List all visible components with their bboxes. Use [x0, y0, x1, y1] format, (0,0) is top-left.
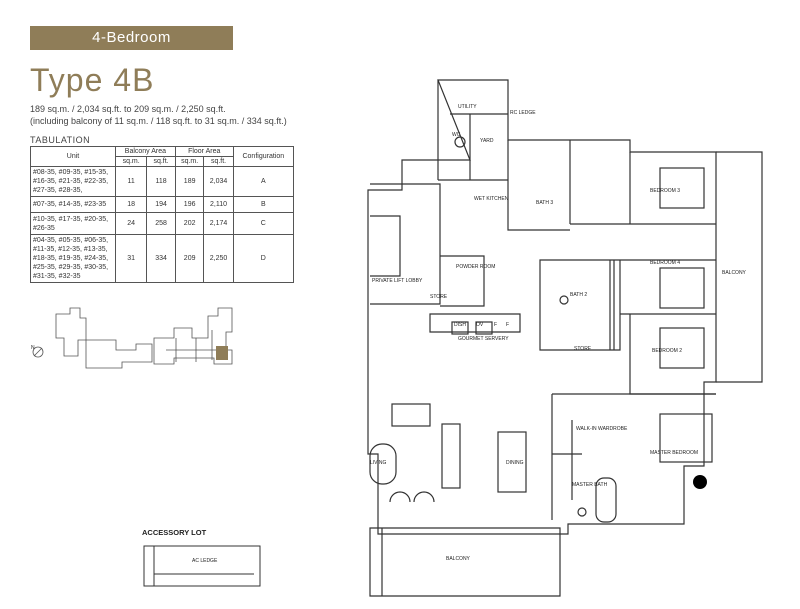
bath3-label: BATH 3 [536, 200, 553, 206]
powder-room-label: POWDER ROOM [456, 264, 495, 270]
tabulation-label: TABULATION [30, 135, 91, 145]
floor-sqft-cell: 2,174 [203, 212, 234, 235]
bath2-label: BATH 2 [570, 292, 587, 298]
utility-label: UTILITY [458, 104, 477, 110]
rc-ledge-label: RC LEDGE [510, 110, 536, 116]
master-bath-label: MASTER BATH [572, 482, 608, 488]
floor-sqft-cell: 2,034 [203, 166, 234, 197]
unit-list-cell: #07-35, #14-35, #23-35 [30, 196, 116, 213]
unit-list-cell: #04-35, #05-35, #06-35, #11-35, #12-35, … [30, 234, 116, 283]
balcony-sqm-cell: 31 [114, 234, 148, 283]
gourmet-servery-label: GOURMET SERVERY [458, 336, 509, 342]
balcony-sqft-header: sq.ft. [146, 156, 176, 167]
balcony-area-header: Balcony Area [115, 146, 176, 157]
store2-label: STORE [574, 346, 592, 352]
unit-list-cell: #10-35, #17-35, #20-35, #26-35 [30, 212, 116, 235]
ac-ledge-diagram: AC LEDGE [143, 545, 261, 587]
balcony-sqft-cell: 258 [146, 212, 176, 235]
floor-sqm-cell: 209 [174, 234, 205, 283]
balcony-sqm-cell: 24 [114, 212, 148, 235]
floor-sqft-cell: 2,250 [203, 234, 234, 283]
table-row: #04-35, #05-35, #06-35, #11-35, #12-35, … [30, 234, 295, 283]
table-row: #10-35, #17-35, #20-35, #26-35 24 258 20… [30, 212, 295, 235]
balcony-sqft-cell: 194 [146, 196, 176, 213]
unit-header: Unit [30, 146, 116, 167]
ac-ledge-label: AC LEDGE [192, 558, 218, 564]
bedroom3-label: BEDROOM 3 [650, 188, 680, 194]
floor-sqft-cell: 2,110 [203, 196, 234, 213]
configuration-cell: C [232, 212, 295, 235]
balcony-sqft-cell: 334 [146, 234, 176, 283]
bedroom4-label: BEDROOM 4 [650, 260, 680, 266]
wet-kitchen-label: WET KITCHEN [474, 196, 509, 202]
side-balcony-label: BALCONY [722, 270, 747, 276]
balcony-inclusion-line: (including balcony of 11 sq.m. / 118 sq.… [30, 116, 287, 126]
balcony-sqm-header: sq.m. [114, 156, 148, 167]
unit-location-marker [216, 346, 228, 360]
north-compass-icon [32, 346, 44, 358]
unit-list-cell: #08-35, #09-35, #15-35, #16-35, #21-35, … [30, 166, 116, 197]
balcony-sqm-cell: 11 [114, 166, 148, 197]
bedroom-category-banner: 4-Bedroom [30, 26, 233, 50]
configuration-header: Configuration [232, 146, 295, 167]
dining-label: DINING [506, 460, 524, 466]
tabulation-table: Unit Balcony Area Floor Area Configurati… [30, 146, 295, 283]
configuration-cell: A [232, 166, 295, 197]
floor-sqm-cell: 196 [174, 196, 205, 213]
north-label: N [31, 345, 35, 351]
yard-label: YARD [480, 138, 494, 144]
balcony-sqm-cell: 18 [114, 196, 148, 213]
black-dot-marker [693, 475, 707, 489]
master-bedroom-label: MASTER BEDROOM [650, 450, 698, 456]
unit-type-title: Type 4B [30, 62, 155, 98]
floor-sqm-header: sq.m. [174, 156, 205, 167]
wc-label: WC [452, 132, 461, 138]
key-plan-diagram: N [31, 307, 233, 369]
balcony-sqft-cell: 118 [146, 166, 176, 197]
living-label: LIVING [370, 460, 387, 466]
bottom-balcony-label: BALCONY [446, 556, 471, 562]
bedroom2-label: BEDROOM 2 [652, 348, 682, 354]
area-range-line: 189 sq.m. / 2,034 sq.ft. to 209 sq.m. / … [30, 104, 226, 114]
accessory-lot-title: ACCESSORY LOT [142, 528, 207, 537]
configuration-cell: D [232, 234, 295, 283]
floor-plan-diagram: UTILITY RC LEDGE YARD WC WET KITCHEN BAT… [367, 79, 763, 597]
floor-sqm-cell: 189 [174, 166, 205, 197]
floor-sqm-cell: 202 [174, 212, 205, 235]
appliance-label: OV [476, 322, 484, 328]
floor-area-header: Floor Area [174, 146, 234, 157]
walkin-wardrobe-label: WALK-IN WARDROBE [576, 426, 628, 432]
appliance-label: DISH [454, 322, 466, 328]
accessory-lot: ACCESSORY LOT AC LEDGE [142, 528, 261, 587]
appliance-label: F [506, 322, 509, 328]
floor-sqft-header: sq.ft. [203, 156, 234, 167]
configuration-cell: B [232, 196, 295, 213]
store-label: STORE [430, 294, 448, 300]
table-row: #08-35, #09-35, #15-35, #16-35, #21-35, … [30, 166, 295, 197]
lift-lobby-label: PRIVATE LIFT LOBBY [372, 278, 423, 284]
appliance-label: F [494, 322, 497, 328]
table-row: #07-35, #14-35, #23-35 18 194 196 2,110 … [30, 196, 295, 213]
